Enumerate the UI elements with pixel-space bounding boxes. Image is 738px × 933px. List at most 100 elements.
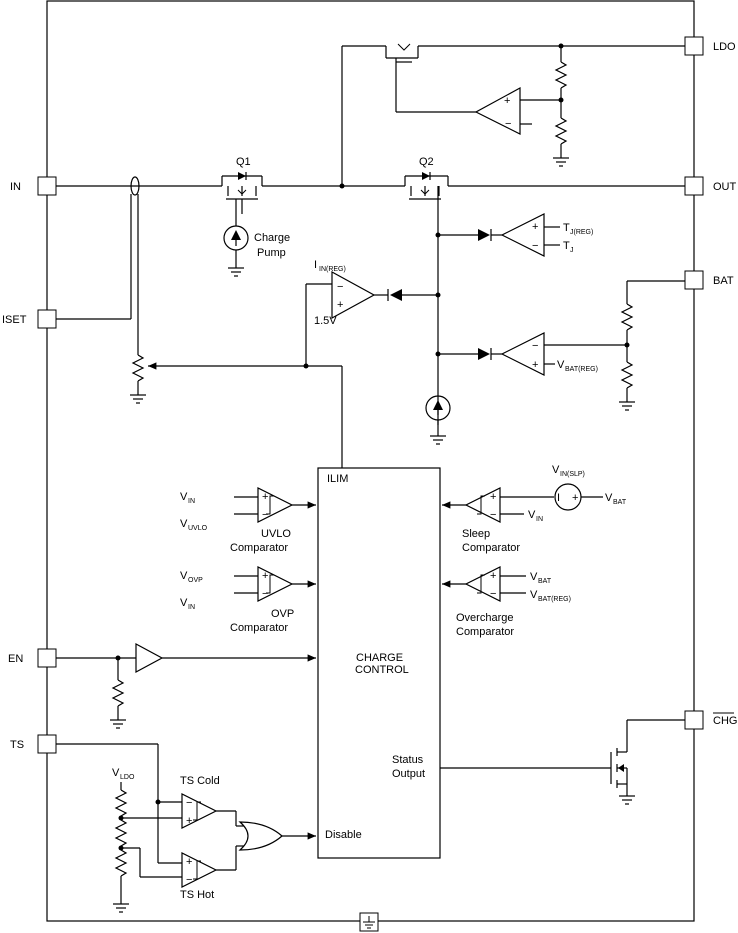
svg-text:V: V <box>180 597 188 609</box>
svg-text:+: + <box>532 359 538 371</box>
charge-pump: Charge Pump <box>223 199 290 277</box>
svg-text:I: I <box>557 492 560 504</box>
svg-text:V: V <box>530 571 538 583</box>
svg-text:Sleep: Sleep <box>462 528 490 540</box>
charge-control-block: ILIM CHARGE CONTROL Status Output Disabl… <box>317 467 441 859</box>
svg-text:BAT: BAT <box>538 578 552 585</box>
svg-text:BAT: BAT <box>713 275 734 287</box>
svg-text:+: + <box>186 856 192 868</box>
svg-text:V: V <box>180 518 188 530</box>
pin-iset: ISET <box>2 309 57 329</box>
svg-text:UVLO: UVLO <box>188 525 208 532</box>
svg-text:OVP: OVP <box>271 608 294 620</box>
tj-reg-amplifier: + − T J(REG) T J <box>438 213 593 257</box>
svg-text:V: V <box>605 492 613 504</box>
svg-text:TS Cold: TS Cold <box>180 775 220 787</box>
svg-text:TS Hot: TS Hot <box>180 889 214 901</box>
svg-text:Charge: Charge <box>254 232 290 244</box>
ovp-comparator: + − V OVP V IN OVP Comparator <box>180 566 316 634</box>
svg-text:UVLO: UVLO <box>261 528 291 540</box>
svg-text:−: − <box>532 340 538 352</box>
svg-text:Output: Output <box>392 768 425 780</box>
svg-text:BAT(REG): BAT(REG) <box>565 366 598 373</box>
svg-text:−: − <box>490 509 496 521</box>
svg-text:BAT(REG): BAT(REG) <box>538 596 571 603</box>
svg-text:ISET: ISET <box>2 314 27 326</box>
svg-text:V: V <box>180 491 188 503</box>
ic-outline <box>46 0 695 922</box>
svg-text:CHARGE: CHARGE <box>356 652 403 664</box>
svg-text:ILIM: ILIM <box>327 473 348 485</box>
svg-text:V: V <box>112 767 120 779</box>
iset-sense <box>56 194 342 404</box>
svg-text:T: T <box>563 222 570 234</box>
svg-text:V: V <box>530 589 538 601</box>
svg-text:Comparator: Comparator <box>456 626 514 638</box>
svg-text:Pump: Pump <box>257 247 286 259</box>
svg-text:1.5V: 1.5V <box>314 315 337 327</box>
svg-text:+: + <box>262 491 268 503</box>
svg-text:V: V <box>552 464 560 476</box>
overcharge-comparator: + − V BAT V BAT(REG) Overcharge Comparat… <box>442 566 571 638</box>
sleep-comparator: + − I + V IN(SLP) V BAT V IN Sleep Compa… <box>442 464 627 554</box>
svg-text:EN: EN <box>8 653 23 665</box>
svg-text:Overcharge: Overcharge <box>456 612 513 624</box>
svg-text:V: V <box>528 509 536 521</box>
svg-text:+: + <box>337 299 343 311</box>
main-power-path <box>56 176 685 196</box>
svg-text:BAT: BAT <box>613 499 627 506</box>
svg-text:T: T <box>563 240 570 252</box>
svg-text:+: + <box>186 815 192 827</box>
svg-text:−: − <box>186 874 192 886</box>
svg-text:IN: IN <box>10 181 21 193</box>
ldo-regulator: + − <box>341 43 685 186</box>
svg-text:Status: Status <box>392 754 424 766</box>
svg-text:−: − <box>337 281 343 293</box>
q1-transistor: Q1 <box>221 156 263 214</box>
vbat-reg-amplifier: − + V BAT(REG) <box>438 280 685 411</box>
svg-text:Comparator: Comparator <box>230 622 288 634</box>
svg-text:IN: IN <box>188 498 195 505</box>
svg-text:IN(REG): IN(REG) <box>319 266 346 273</box>
svg-text:IN: IN <box>536 516 543 523</box>
svg-text:OUT: OUT <box>713 181 737 193</box>
svg-text:+: + <box>490 570 496 582</box>
svg-text:Q2: Q2 <box>419 156 434 168</box>
svg-text:Q1: Q1 <box>236 156 251 168</box>
svg-text:J: J <box>570 247 574 254</box>
svg-text:+: + <box>262 570 268 582</box>
svg-text:TS: TS <box>10 739 24 751</box>
svg-text:OVP: OVP <box>188 577 203 584</box>
en-buffer <box>56 642 316 729</box>
svg-text:−: − <box>262 588 268 600</box>
svg-text:IN(SLP): IN(SLP) <box>560 471 585 478</box>
svg-text:Disable: Disable <box>325 829 362 841</box>
svg-text:CONTROL: CONTROL <box>355 664 409 676</box>
svg-text:Comparator: Comparator <box>462 542 520 554</box>
svg-text:−: − <box>505 118 511 130</box>
pin-gnd <box>359 912 379 932</box>
ts-cold-comparator: − + TS Cold <box>180 775 244 829</box>
svg-text:Comparator: Comparator <box>230 542 288 554</box>
svg-text:I: I <box>314 259 317 271</box>
svg-text:LDO: LDO <box>120 774 135 781</box>
svg-text:+: + <box>572 492 578 504</box>
svg-text:−: − <box>262 509 268 521</box>
svg-text:LDO: LDO <box>713 41 736 53</box>
pin-bat: BAT <box>684 270 734 290</box>
svg-text:V: V <box>180 570 188 582</box>
pin-in: IN <box>10 176 57 196</box>
svg-text:+: + <box>504 95 510 107</box>
svg-text:V: V <box>557 359 565 371</box>
ts-circuit: V LDO <box>56 743 182 913</box>
ts-hot-comparator: + − TS Hot <box>180 845 244 901</box>
q2-transistor: Q2 <box>404 156 449 200</box>
pin-en: EN <box>8 648 57 668</box>
svg-text:−: − <box>490 588 496 600</box>
current-source <box>425 395 451 445</box>
iin-reg-amplifier: − + I IN(REG) 1.5V <box>303 186 441 468</box>
or-gate <box>238 821 316 851</box>
svg-text:CHG: CHG <box>713 715 737 727</box>
pin-ldo: LDO <box>684 36 736 56</box>
